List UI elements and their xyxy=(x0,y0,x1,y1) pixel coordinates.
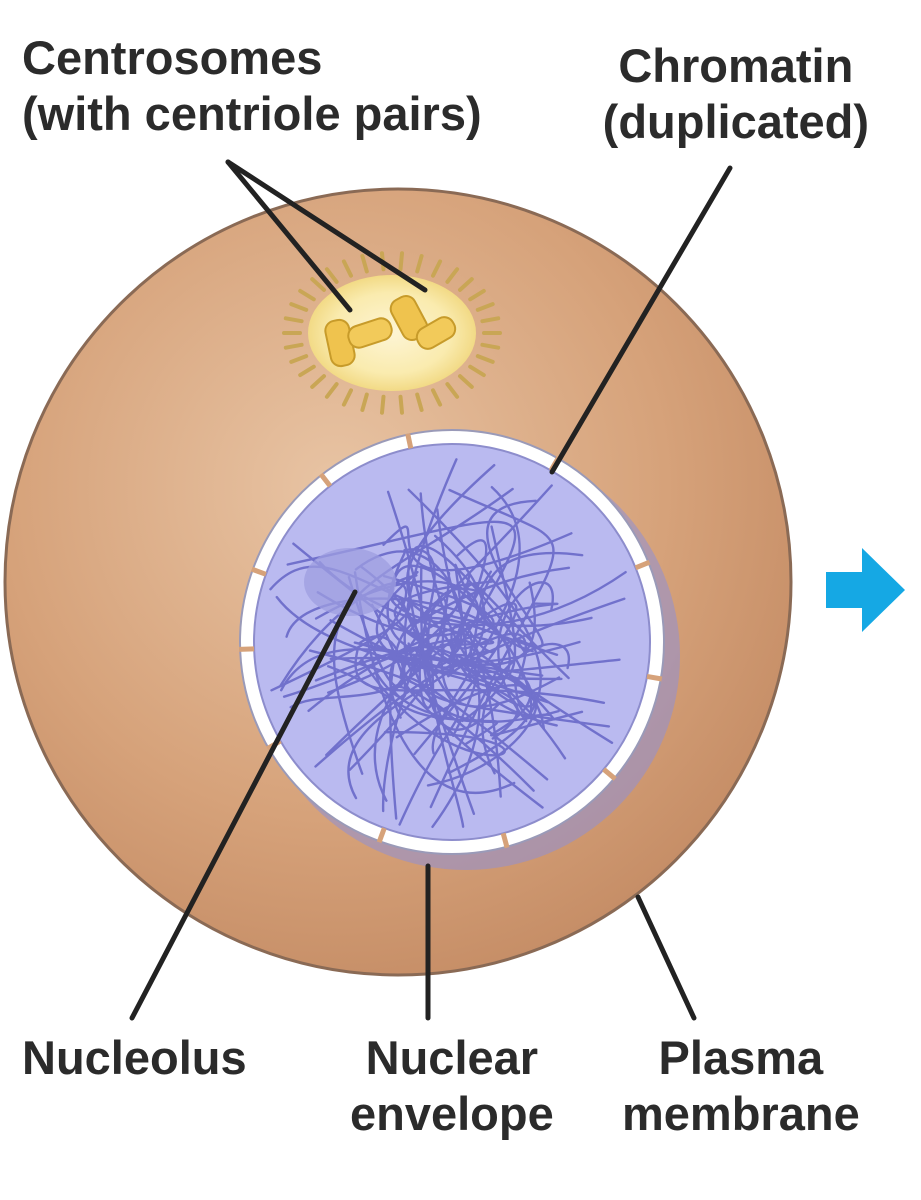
aster-ray xyxy=(341,388,353,407)
aster-ray xyxy=(283,342,304,350)
nuclear-pore xyxy=(376,827,387,844)
chromatin-strand xyxy=(497,581,554,723)
nuclear-pore xyxy=(500,832,510,849)
aster-ray xyxy=(398,394,404,415)
chromatin-strand xyxy=(391,564,533,719)
chromatin-strand xyxy=(419,567,500,731)
aster-ray xyxy=(445,267,460,284)
chromatin-strand xyxy=(431,486,521,755)
aster-ray xyxy=(324,382,339,399)
leader-chromatin xyxy=(549,165,733,475)
aster-ray xyxy=(298,288,316,302)
chromatin-strand xyxy=(486,499,544,649)
aster-ray xyxy=(468,288,486,302)
leader-plasma-membrane xyxy=(635,894,697,1021)
label-nuclear-envelope: Nuclear envelope xyxy=(350,1031,554,1140)
leader-centrosome-right xyxy=(225,159,428,293)
centriole-pair-left xyxy=(324,317,393,368)
centrosomes xyxy=(282,251,502,415)
aster-ray xyxy=(415,392,424,412)
chromatin-strand xyxy=(289,571,451,709)
aster-ray xyxy=(310,374,326,389)
chromatin-strand xyxy=(429,488,555,809)
aster-ray xyxy=(310,277,326,292)
aster-ray xyxy=(445,382,460,399)
nuclear-pore xyxy=(602,767,617,781)
aster-ray xyxy=(431,259,443,278)
nuclear-pore xyxy=(405,433,414,449)
nucleolus xyxy=(304,548,396,616)
aster-ray xyxy=(475,354,495,364)
aster-ray xyxy=(289,302,309,312)
chromatin-strand xyxy=(353,641,549,704)
aster-ray xyxy=(458,374,474,389)
chromatin-strand xyxy=(382,574,495,683)
chromatin-strand xyxy=(489,673,584,737)
chromatin-strand xyxy=(286,520,517,653)
aster-ray xyxy=(289,354,309,364)
aster-ray xyxy=(360,254,369,274)
nuclear-pore xyxy=(318,472,333,488)
aster-ray xyxy=(415,254,424,274)
aster-ray xyxy=(431,388,443,407)
chromatin-strand xyxy=(450,624,558,798)
label-plasma-membrane: Plasma membrane xyxy=(622,1031,860,1140)
chromatin-strand xyxy=(481,642,571,775)
chromatin-strand xyxy=(446,539,488,664)
label-chromatin: Chromatin (duplicated) xyxy=(602,39,869,148)
nuclear-pore xyxy=(646,673,663,682)
nuclear-pore xyxy=(634,559,651,571)
nuclear-pore xyxy=(250,566,267,577)
nuclear-pore xyxy=(239,646,255,652)
leader-lines xyxy=(129,159,733,1021)
chromatin-strand xyxy=(398,598,460,826)
chromatin-strand xyxy=(416,484,571,624)
aster-ray xyxy=(458,277,474,292)
aster-ray xyxy=(360,392,369,412)
chromatin-strand xyxy=(426,587,485,828)
leader-centrosome-left xyxy=(225,159,353,313)
chromatin-strand xyxy=(382,525,573,572)
chromatin-strand xyxy=(407,597,626,678)
aster-ray xyxy=(475,302,495,312)
nucleus xyxy=(239,429,680,870)
chromatin-strand xyxy=(353,571,516,795)
aster-ray xyxy=(468,364,486,378)
aster-ray xyxy=(398,251,404,272)
aster-ray xyxy=(380,394,386,415)
chromatin-strand xyxy=(407,488,542,774)
leader-nucleolus xyxy=(129,589,358,1021)
label-nucleolus: Nucleolus xyxy=(22,1031,247,1084)
chromatin-strand xyxy=(433,534,621,674)
aster-ray xyxy=(324,267,339,284)
aster-ray xyxy=(298,364,316,378)
aster-ray xyxy=(341,259,353,278)
chromatin-strand xyxy=(392,685,560,792)
label-centrosomes: Centrosomes (with centriole pairs) xyxy=(22,31,482,140)
aster-ray xyxy=(480,342,501,350)
next-phase-arrow xyxy=(826,548,905,632)
centriole-pair-right xyxy=(389,294,457,350)
aster-ray xyxy=(480,316,501,324)
aster-rays xyxy=(282,251,502,415)
aster-ray xyxy=(283,316,304,324)
